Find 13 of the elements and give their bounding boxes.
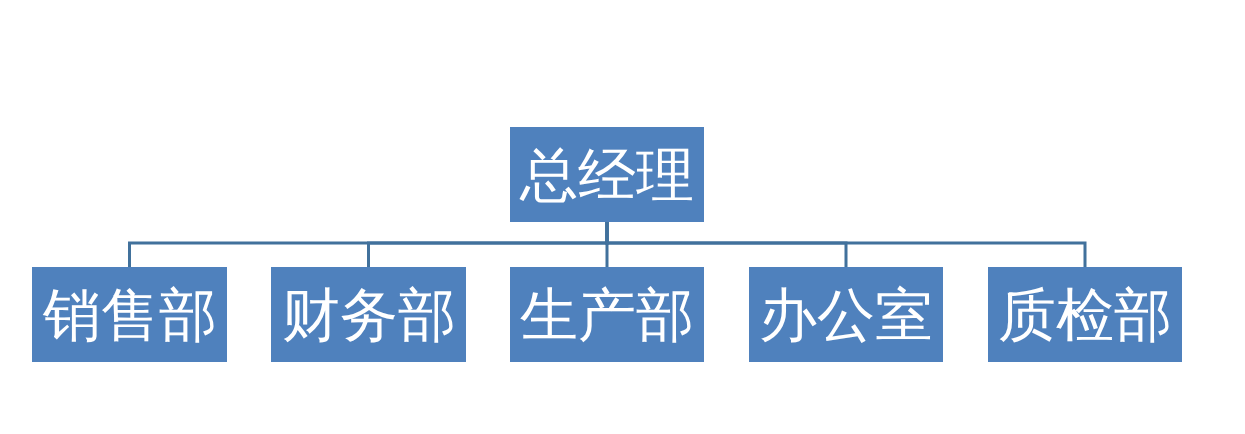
label-text: 总经理 xyxy=(520,145,694,204)
label-text: 质检部 xyxy=(998,285,1172,344)
label-text: 财务部 xyxy=(281,285,456,344)
department-box xyxy=(32,267,227,362)
department-box xyxy=(988,267,1182,362)
label-text: 生产部 xyxy=(520,285,694,344)
label-text: 办公室 xyxy=(759,285,933,344)
label-text: 销售部 xyxy=(42,285,217,344)
department-box xyxy=(510,267,704,362)
department-box xyxy=(749,267,943,362)
department-box xyxy=(271,267,466,362)
manager-box xyxy=(510,127,704,222)
connector-line xyxy=(605,222,1087,267)
